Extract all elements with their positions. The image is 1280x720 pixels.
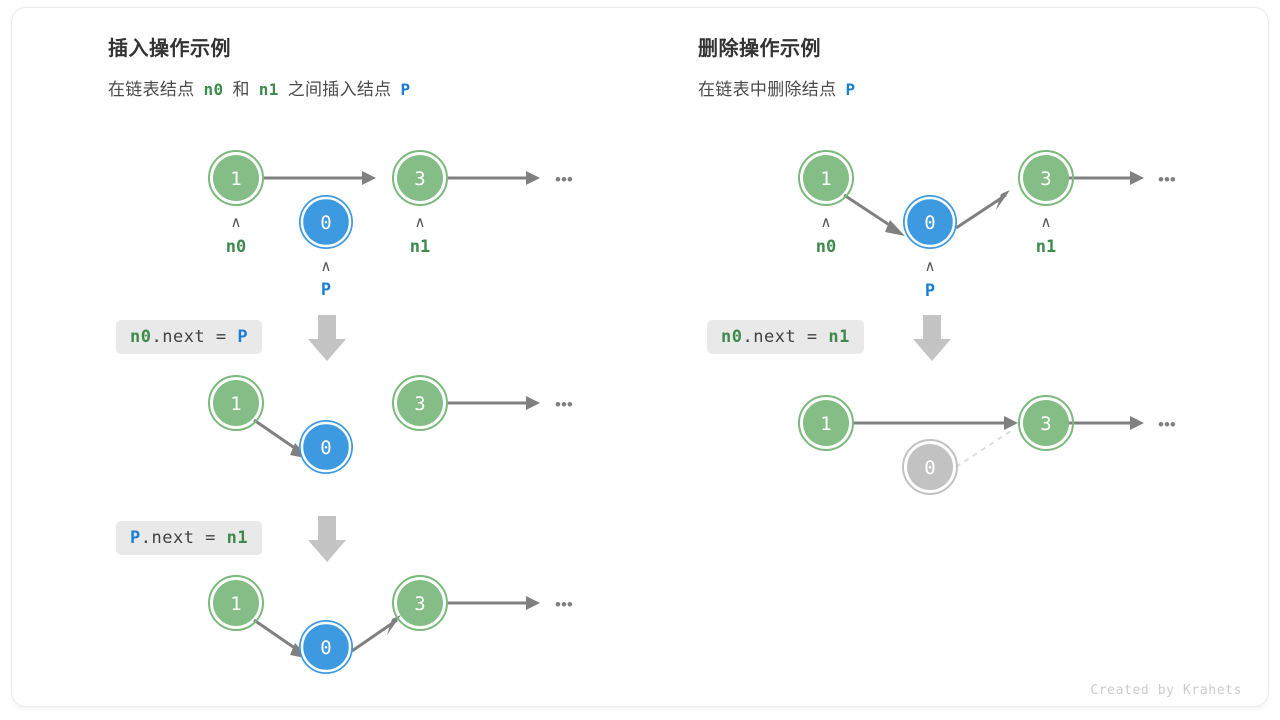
insert-panel-subtitle: 在链表结点 n0 和 n1 之间插入结点 P	[108, 75, 414, 100]
node-n0-value: 1	[230, 593, 241, 615]
node-n0: 1	[208, 375, 264, 431]
node-n1: 3	[392, 150, 448, 206]
tail-ellipsis: •••	[555, 170, 573, 189]
delete-panel: 删除操作示例 在链表中删除结点 P	[698, 32, 859, 100]
insert-scene-initial: ••• 1 ∧ n0 0 ∧ P 3	[180, 138, 600, 308]
insert-step2-code: P.next = n1	[116, 521, 263, 555]
credit-footer: Created by Krahets	[1090, 683, 1242, 698]
arrow-p-to-n1	[351, 615, 401, 653]
label-n0: n0	[816, 237, 836, 257]
node-n0: 1	[798, 395, 854, 451]
node-n1-value: 3	[414, 393, 425, 415]
insert-step2-code-mid: .next =	[140, 528, 227, 548]
node-p: 0	[299, 620, 353, 674]
node-p: 0	[299, 420, 353, 474]
node-n1: 3	[392, 575, 448, 631]
arrow-n1-to-tail	[448, 171, 540, 185]
caret-p: ∧	[925, 257, 936, 275]
node-n1-value: 3	[414, 168, 425, 190]
label-n1: n1	[410, 237, 430, 257]
insert-step1-code: n0.next = P	[116, 320, 263, 354]
insert-scene-after-step1: ••• 1 0 3	[180, 365, 600, 485]
caret-n0: ∧	[231, 213, 242, 231]
node-removed-value: 0	[924, 457, 935, 479]
down-arrow-icon	[308, 516, 346, 562]
arrow-n0-to-n1	[264, 171, 376, 185]
label-n0: n0	[226, 237, 246, 257]
insert-subtitle-token-n0: n0	[203, 80, 224, 99]
arrow-n1-to-tail	[1058, 171, 1144, 185]
node-n0: 1	[208, 150, 264, 206]
insert-step1-code-lhs: n0	[130, 327, 152, 347]
insert-panel-title: 插入操作示例	[108, 38, 231, 60]
node-n0-value: 1	[230, 168, 241, 190]
insert-subtitle-part-2: 和	[232, 80, 250, 99]
delete-panel-subtitle: 在链表中删除结点 P	[698, 75, 859, 100]
caret-n1: ∧	[415, 213, 426, 231]
down-arrow-icon	[308, 315, 346, 361]
delete-subtitle-token-p: P	[845, 80, 856, 99]
arrow-n1-to-tail	[1058, 416, 1144, 430]
delete-scene-final: ••• 1 0 3	[770, 385, 1190, 515]
tail-ellipsis: •••	[1158, 170, 1176, 189]
insert-subtitle-part-1: 在链表结点	[108, 80, 195, 99]
node-n0-value: 1	[820, 168, 831, 190]
node-p: 0	[299, 195, 353, 249]
delete-step1-code-lhs: n0	[721, 327, 743, 347]
delete-step1-code-rhs: n1	[828, 327, 850, 347]
insert-subtitle-token-n1: n1	[258, 80, 279, 99]
tail-ellipsis: •••	[555, 395, 573, 414]
insert-step2-down-arrow	[306, 514, 348, 566]
arrow-n0-to-p	[843, 193, 905, 236]
delete-step1-code: n0.next = n1	[707, 320, 864, 354]
node-n1-value: 3	[1040, 168, 1051, 190]
tail-ellipsis: •••	[555, 595, 573, 614]
node-n1: 3	[392, 375, 448, 431]
delete-subtitle-part-1: 在链表中删除结点	[698, 80, 837, 99]
insert-panel: 插入操作示例 在链表结点 n0 和 n1 之间插入结点 P	[108, 32, 414, 100]
node-p-value: 0	[924, 212, 935, 234]
node-n1: 3	[1018, 150, 1074, 206]
caret-n0: ∧	[821, 213, 832, 231]
caret-p: ∧	[321, 257, 332, 275]
label-p: P	[321, 280, 331, 300]
arrow-n1-to-tail	[448, 596, 540, 610]
delete-step1-code-mid: .next =	[742, 327, 829, 347]
node-p: 0	[903, 195, 957, 249]
caret-n1: ∧	[1041, 213, 1052, 231]
delete-panel-title: 删除操作示例	[698, 38, 821, 60]
insert-subtitle-token-p: P	[400, 80, 411, 99]
insert-step2-code-rhs: n1	[226, 528, 249, 548]
node-p-value: 0	[320, 212, 331, 234]
node-n0: 1	[798, 150, 854, 206]
insert-step1-code-mid: .next =	[151, 327, 238, 347]
tail-ellipsis: •••	[1158, 415, 1176, 434]
dashed-link-removed-node	[955, 428, 1015, 468]
insert-step2-code-lhs: P	[130, 528, 141, 548]
delete-scene-initial: ••• 1 ∧ n0 0 ∧ P 3 ∧ n1	[770, 138, 1190, 318]
node-n0-value: 1	[230, 393, 241, 415]
arrow-p-to-n1	[955, 190, 1010, 230]
node-p-value: 0	[320, 637, 331, 659]
node-n0: 1	[208, 575, 264, 631]
delete-step1-down-arrow	[911, 313, 953, 365]
node-p-value: 0	[320, 437, 331, 459]
node-n1-value: 3	[1040, 413, 1051, 435]
node-n0-value: 1	[820, 413, 831, 435]
node-removed: 0	[902, 439, 958, 495]
label-p: P	[925, 281, 935, 301]
arrow-n1-to-tail	[448, 396, 540, 410]
label-n1: n1	[1036, 237, 1056, 257]
down-arrow-icon	[913, 315, 951, 361]
insert-subtitle-part-3: 之间插入结点	[287, 80, 392, 99]
insert-step1-down-arrow	[306, 313, 348, 365]
arrow-n0-to-n1	[854, 416, 1018, 430]
insert-scene-final: ••• 1 0 3	[180, 565, 600, 685]
insert-step1-code-rhs: P	[237, 327, 249, 347]
node-n1-value: 3	[414, 593, 425, 615]
node-n1: 3	[1018, 395, 1074, 451]
